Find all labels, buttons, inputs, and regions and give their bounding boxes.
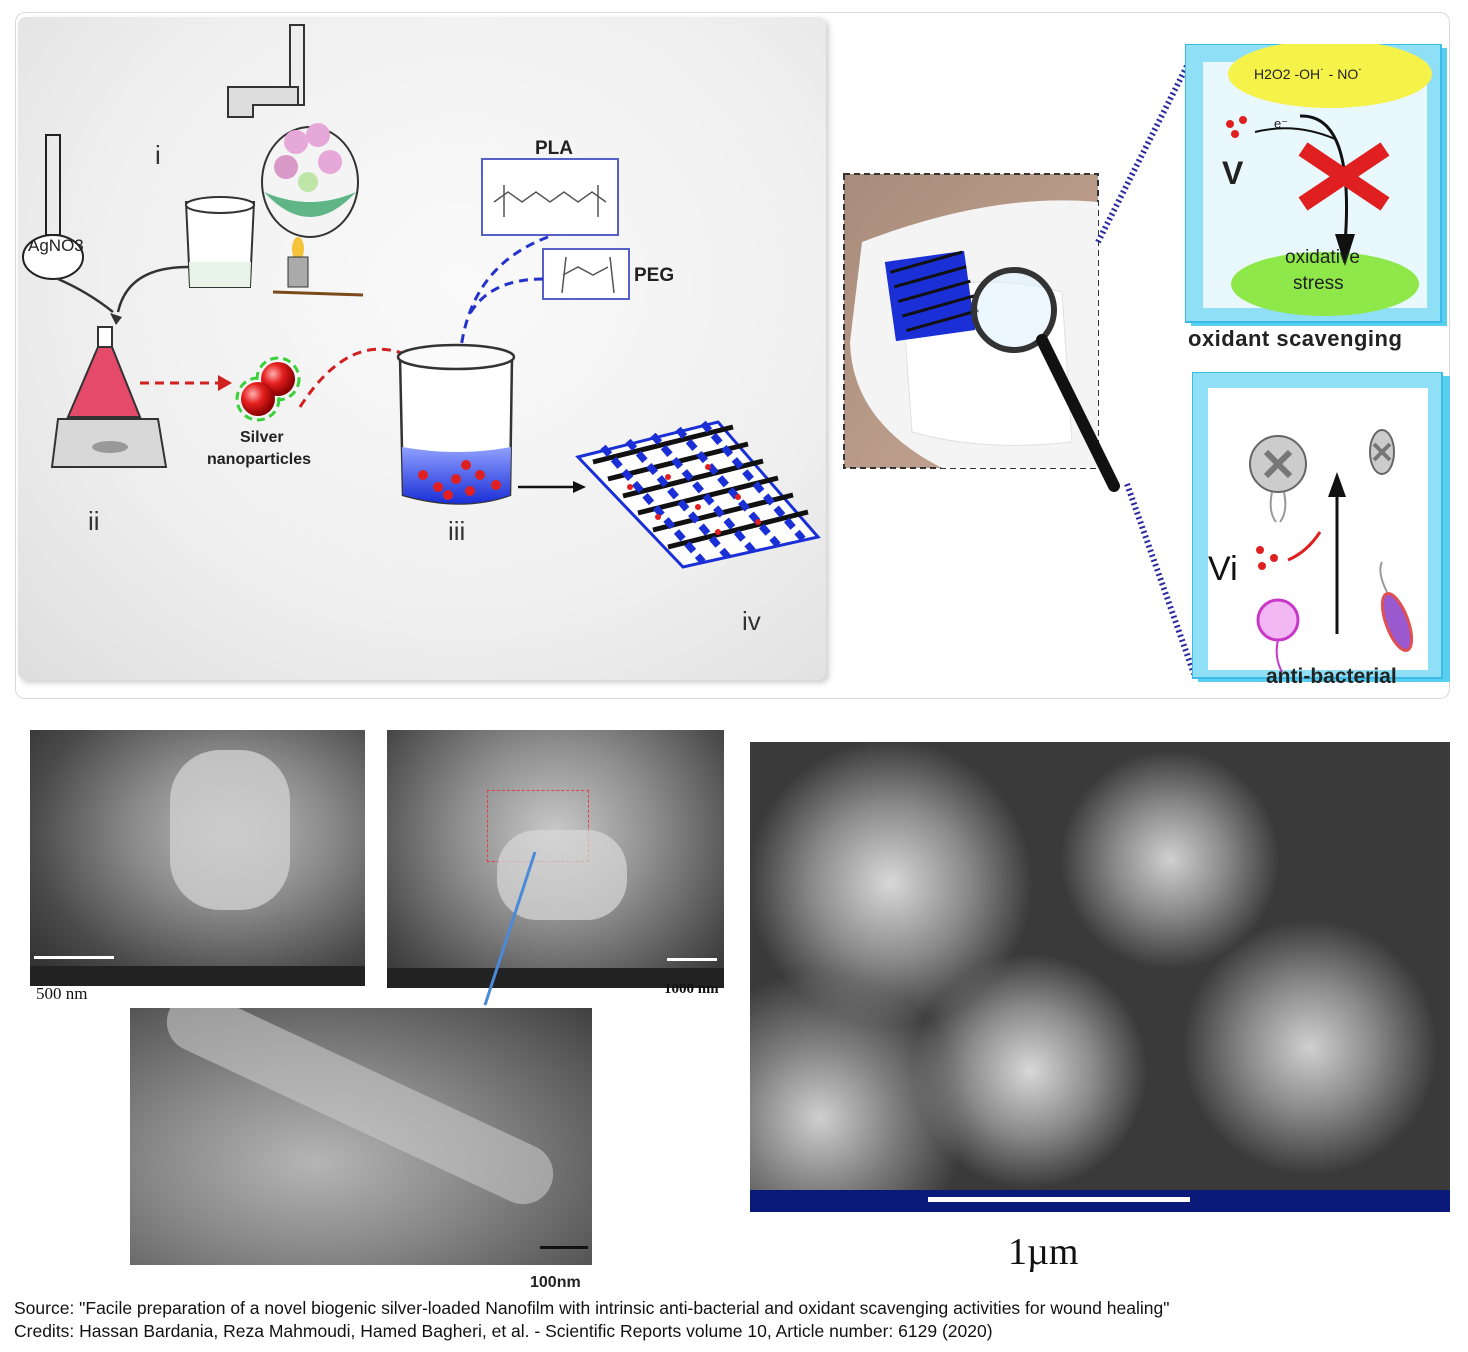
step-iii-label: iii	[448, 516, 466, 546]
source-line: Source: "Facile preparation of a novel b…	[14, 1298, 1170, 1318]
silver-label: Silver	[240, 429, 284, 446]
wound-dressing-drawing	[843, 50, 1197, 675]
stress-label: stress	[1293, 273, 1344, 294]
pla-structure-box	[481, 158, 619, 236]
scale-1000nm-label: 1000 nm	[664, 981, 719, 997]
scale-1um-label: 1µm	[1008, 1231, 1079, 1273]
sem-image-1000nm	[387, 730, 724, 988]
sem-image-1um	[750, 742, 1450, 1212]
step-ii-label: ii	[88, 506, 100, 536]
scale-100nm-label: 100nm	[530, 1274, 581, 1291]
source-caption: Source: "Facile preparation of a novel b…	[14, 1297, 1454, 1343]
synthesis-scheme-drawing	[22, 24, 821, 569]
sem-image-500nm	[30, 730, 365, 986]
silver-nanoparticles-icon	[235, 356, 301, 422]
scale-500nm-label: 500 nm	[36, 984, 88, 1003]
nanofilm-mesh-icon	[575, 420, 821, 569]
agno3-flask-icon	[22, 134, 84, 280]
dead-bacterium-small-icon	[1369, 429, 1395, 475]
electron-label: e⁻	[1274, 116, 1289, 131]
oxidant-scavenging-box	[1185, 44, 1447, 326]
step-v-label: V	[1222, 155, 1244, 191]
oxidative-label: oxidative	[1285, 247, 1360, 268]
credits-line: Credits: Hassan Bardania, Reza Mahmoudi,…	[14, 1321, 993, 1341]
dead-bacterium-icon	[1249, 435, 1307, 523]
rod-bacterium-icon	[1379, 561, 1414, 652]
oxidant-species-label: H2O2 -OH˙ - NO˙	[1254, 66, 1363, 82]
stirring-flask-icon	[50, 326, 168, 468]
reaction-beaker-icon	[396, 343, 516, 505]
step-vi-label: Vi	[1208, 550, 1238, 588]
oxidant-scavenging-title: oxidant scavenging	[1188, 326, 1403, 351]
beaker-icon	[184, 196, 256, 288]
anti-bacterial-box	[1192, 372, 1450, 682]
step-i-label: i	[155, 140, 161, 170]
sem-image-100nm	[130, 1008, 592, 1265]
anti-bacterial-title: anti-bacterial	[1266, 665, 1397, 688]
zoom-connector-line	[483, 851, 537, 1006]
peg-structure-box	[542, 248, 630, 300]
live-bacterium-icon	[1256, 598, 1300, 673]
nanoparticles-label: nanoparticles	[207, 451, 312, 468]
agno3-label: AgNO3	[28, 236, 84, 255]
pla-label: PLA	[535, 138, 573, 159]
peg-label: PEG	[634, 265, 675, 286]
distillation-apparatus-icon	[227, 24, 364, 297]
step-iv-label: iv	[742, 606, 761, 636]
